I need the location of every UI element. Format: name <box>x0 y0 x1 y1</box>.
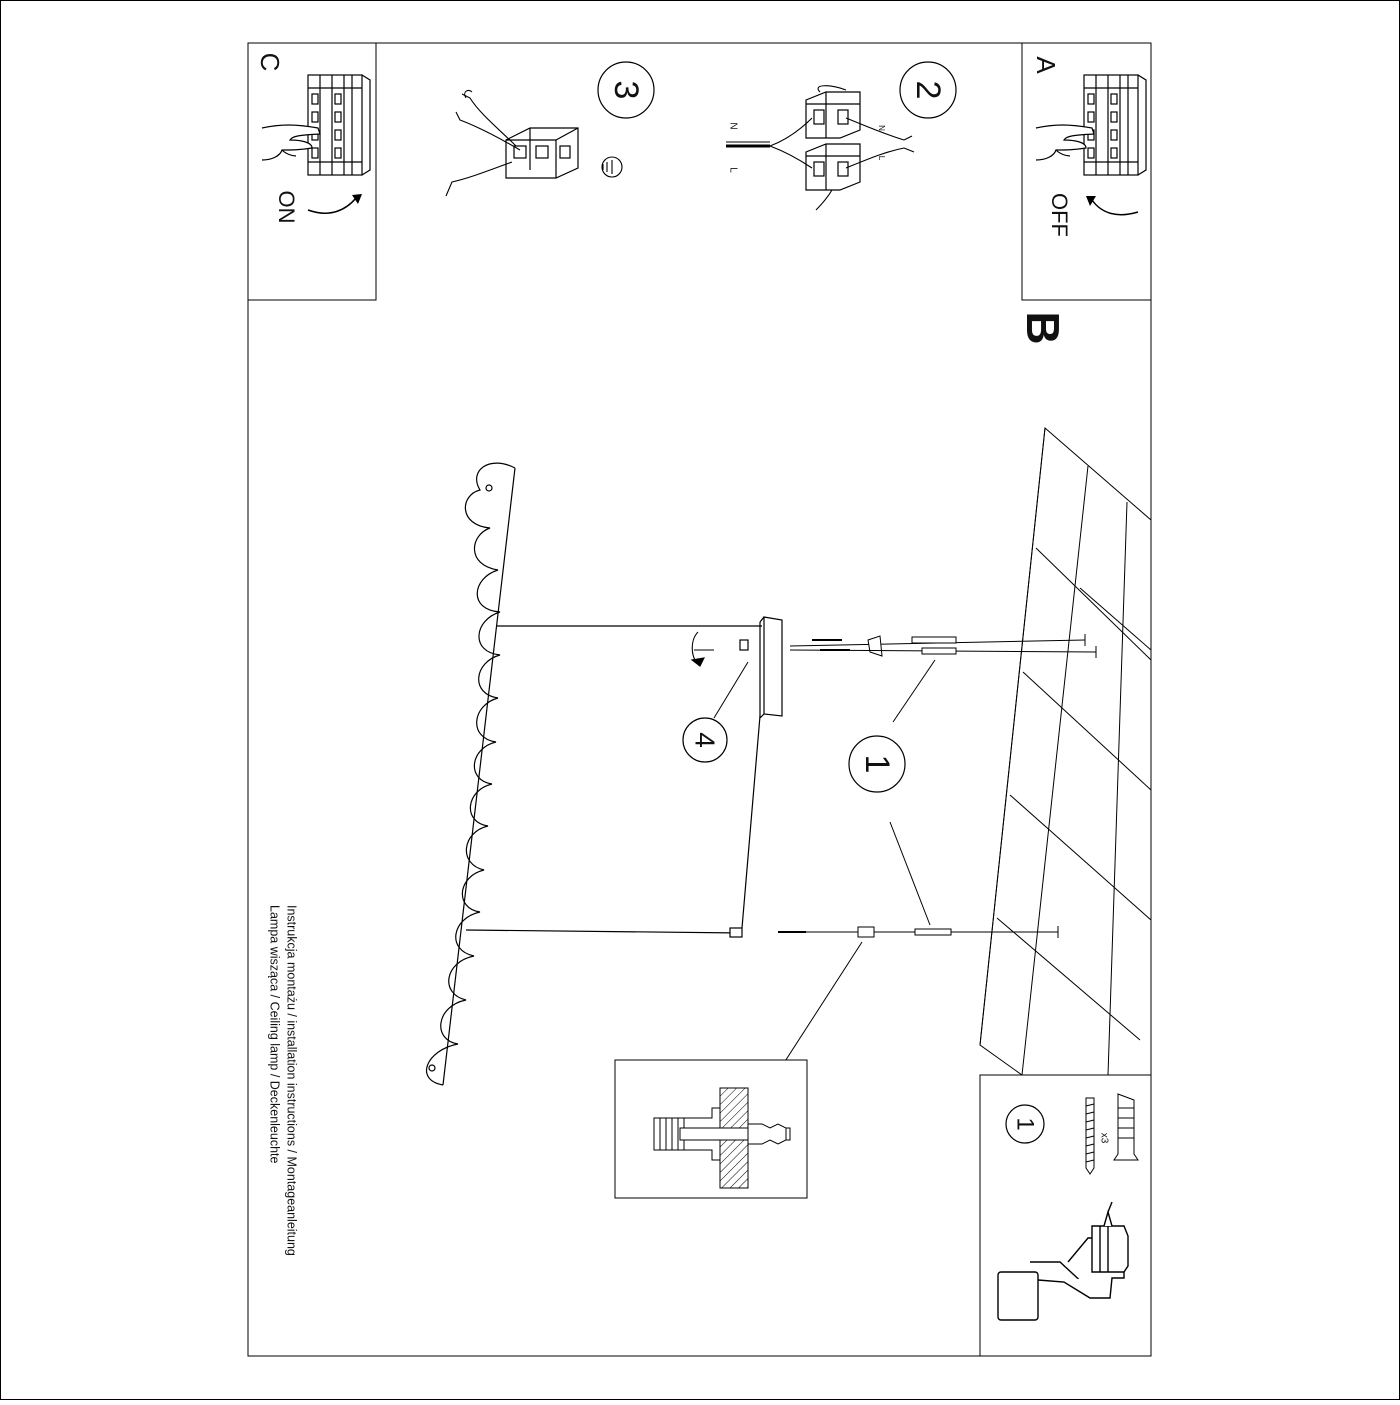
svg-text:N: N <box>877 125 886 131</box>
step-3-number: 3 <box>607 81 645 100</box>
wires-icon <box>726 85 915 211</box>
svg-text:2: 2 <box>909 81 947 100</box>
hand-icon <box>261 124 321 161</box>
breaker-box-icon <box>1083 74 1147 176</box>
svg-text:C: C <box>255 53 285 72</box>
screw-icon <box>1085 1097 1095 1175</box>
svg-text:OFF: OFF <box>1047 193 1072 237</box>
hand-icon <box>1035 124 1095 161</box>
wire-label-n-small: N <box>877 125 886 131</box>
svg-text:N: N <box>727 122 738 129</box>
svg-text:1: 1 <box>1012 1117 1039 1130</box>
ground-symbol-icon <box>601 156 623 178</box>
step-4-badge: 4 <box>682 717 728 763</box>
suspension-cables <box>465 625 762 938</box>
panel-a-switch-off: A OFF <box>1021 42 1152 301</box>
wire-label-n: N <box>727 122 738 129</box>
terminal-block-icon <box>505 127 579 179</box>
lamp-shade <box>425 462 516 1086</box>
svg-text:x3: x3 <box>1098 1133 1109 1144</box>
wall-plug-icon <box>653 1107 791 1161</box>
parts-quantity: x3 <box>1098 1133 1109 1144</box>
step-2-wiring: 2 N L <box>726 61 957 211</box>
svg-text:L: L <box>877 156 886 161</box>
rotate-arrow-icon <box>690 631 714 667</box>
parts-and-tools-box: 1 x3 <box>979 1074 1152 1357</box>
step-2-badge <box>899 61 957 119</box>
svg-text:1: 1 <box>858 755 896 774</box>
parts-step-badge <box>1005 1104 1045 1144</box>
terminal-block-icon <box>805 91 861 139</box>
svg-text:ON: ON <box>274 191 299 224</box>
parts-step-number: 1 <box>1012 1117 1039 1130</box>
terminal-block-icon <box>805 143 861 191</box>
wire-label-l: L <box>727 167 738 173</box>
panel-c-switch-on: C ON <box>247 42 377 301</box>
canopy <box>739 616 783 719</box>
switch-arrow-icon <box>1091 199 1139 216</box>
svg-text:Instrukcja montażu / installat: Instrukcja montażu / installation instru… <box>285 905 299 1256</box>
step-3-badge <box>597 61 655 119</box>
svg-text:B: B <box>1017 311 1069 344</box>
svg-text:3: 3 <box>607 81 645 100</box>
switch-arrow-icon <box>307 197 357 214</box>
wall-plug-detail <box>614 1059 808 1199</box>
step-2-number: 2 <box>909 81 947 100</box>
step-3-connector: 3 <box>445 61 655 197</box>
panel-b-letter: B <box>1017 311 1069 344</box>
caption-line-1: Instrukcja montażu / installation instru… <box>285 905 299 1256</box>
svg-text:4: 4 <box>690 732 721 748</box>
panel-a-letter: A <box>1031 56 1061 74</box>
drill-icon <box>997 1201 1129 1321</box>
panel-a-label: OFF <box>1047 193 1072 237</box>
breaker-box-icon <box>307 74 371 176</box>
wire-label-l-small: L <box>877 156 886 161</box>
ceiling-plane <box>979 426 1152 1076</box>
step-1-badge: 1 <box>848 735 906 793</box>
dowel-icon <box>1113 1093 1139 1161</box>
svg-text:Lampa wisząca / Ceiling lamp /: Lampa wisząca / Ceiling lamp / Deckenleu… <box>268 905 282 1164</box>
wires-icon <box>445 89 521 197</box>
panel-c-label: ON <box>274 191 299 224</box>
svg-text:A: A <box>1031 56 1061 74</box>
panel-c-letter: C <box>255 53 285 72</box>
caption-line-2: Lampa wisząca / Ceiling lamp / Deckenleu… <box>268 905 282 1164</box>
svg-text:L: L <box>727 167 738 173</box>
